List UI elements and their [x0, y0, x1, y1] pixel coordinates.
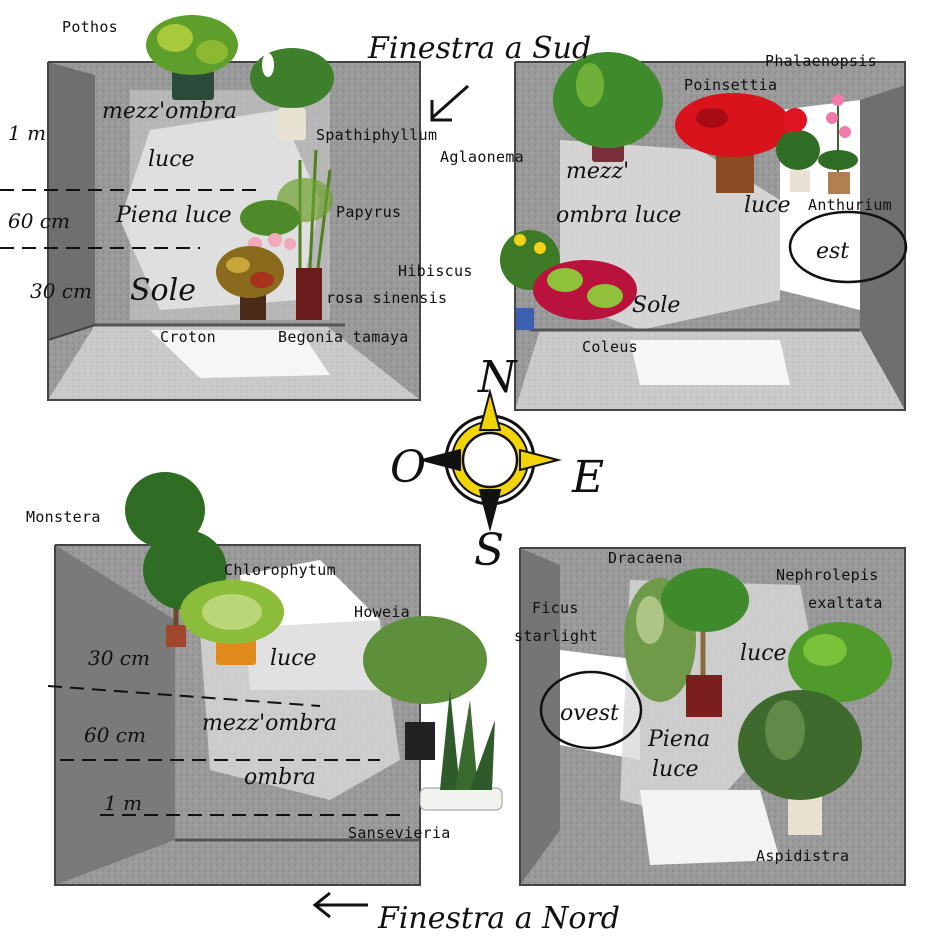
- arrow-south-window: [430, 84, 469, 122]
- zone-ombra-luce: ombra luce: [556, 203, 681, 228]
- label-chlorophytum: Chlorophytum: [224, 561, 336, 579]
- label-rosa-sinensis: rosa sinensis: [326, 289, 447, 307]
- compass-needle-south: [478, 489, 502, 532]
- plant-aspidistra: [738, 690, 862, 835]
- label-pothos: Pothos: [62, 18, 118, 36]
- room-frame: [54, 544, 421, 886]
- label-hibiscus: Hibiscus: [398, 262, 473, 280]
- label-starlight: starlight: [514, 627, 598, 645]
- distance-line-30cm: [47, 685, 321, 707]
- west-window: [560, 650, 640, 760]
- label-sansevieria: Sansevieria: [348, 824, 451, 842]
- label-exaltata: exaltata: [808, 594, 883, 612]
- distance-1m: 1 m: [104, 791, 142, 815]
- label-croton: Croton: [160, 328, 216, 346]
- plant-dracaena: [661, 568, 749, 717]
- zone-sole: Sole: [632, 293, 680, 318]
- floor-light-patch: [630, 340, 790, 385]
- plant-coleus: [533, 260, 637, 320]
- compass-needle-east: [519, 448, 562, 472]
- plant-howeia: [363, 616, 487, 760]
- window-circle-est: [788, 210, 908, 284]
- plant-anthurium: [776, 108, 820, 192]
- zone-luce: luce: [270, 646, 317, 671]
- label-begonia-tamaya: Begonia tamaya: [278, 328, 409, 346]
- label-howeia: Howeia: [354, 603, 410, 621]
- zone-piena: Piena: [647, 727, 710, 752]
- zone-ombra: ombra: [244, 765, 316, 790]
- distance-1m: 1 m: [8, 121, 46, 145]
- plant-poinsettia: [675, 93, 791, 193]
- room-bottom-left: [47, 544, 421, 886]
- zone-piena-luce: Piena luce: [115, 203, 232, 228]
- distance-30cm: 30 cm: [88, 646, 150, 670]
- plant-nephrolepis: [788, 622, 892, 702]
- distance-60cm: 60 cm: [8, 209, 70, 233]
- floor-light-patch: [640, 790, 780, 865]
- room-corner-line: [47, 324, 96, 341]
- compass-center: [461, 431, 519, 489]
- compass-needle-north: [478, 388, 502, 431]
- label-dracaena: Dracaena: [608, 549, 683, 567]
- zone-sole: Sole: [130, 273, 196, 308]
- window-circle-ovest: [539, 670, 643, 750]
- label-monstera: Monstera: [26, 508, 101, 526]
- plant-hibiscus: [240, 200, 300, 251]
- label-poinsettia: Poinsettia: [684, 76, 777, 94]
- zone-luce-2: luce: [652, 757, 699, 782]
- heading-south-window: Finestra a Sud: [367, 31, 591, 66]
- zone-mezzombra: mezz'ombra: [202, 711, 337, 736]
- label-phalaenopsis: Phalaenopsis: [765, 52, 877, 70]
- compass-label-west: O: [390, 442, 426, 493]
- room-frame: [514, 61, 906, 411]
- label-nephrolepis: Nephrolepis: [776, 566, 879, 584]
- window-label-est: est: [816, 239, 849, 264]
- compass-label-south: S: [474, 525, 504, 576]
- plant-pothos: [146, 15, 238, 100]
- window-label-ovest: ovest: [560, 701, 619, 726]
- plant-chlorophytum: [180, 580, 284, 665]
- plant-croton: [216, 246, 284, 320]
- label-anthurium: Anthurium: [808, 196, 892, 214]
- zone-luce: luce: [744, 193, 791, 218]
- room-left-wall: [55, 545, 175, 885]
- plant-aglaonema: [553, 52, 663, 162]
- room-frame: [519, 547, 906, 886]
- zone-luce: luce: [740, 641, 787, 666]
- floor-light-patch: [150, 330, 330, 378]
- label-papyrus: Papyrus: [336, 203, 401, 221]
- compass-needle-west: [418, 448, 461, 472]
- compass-rose: [418, 388, 562, 532]
- plant-sansevieria: [419, 690, 503, 811]
- label-spathiphyllum: Spathiphyllum: [316, 126, 437, 144]
- room-left-wall: [48, 62, 95, 340]
- arrow-north-window: [312, 891, 368, 919]
- room-left-wall: [520, 548, 560, 885]
- compass-label-north: N: [477, 352, 518, 403]
- label-aspidistra: Aspidistra: [756, 847, 849, 865]
- plant-papyrus: [277, 149, 333, 320]
- distance-30cm: 30 cm: [30, 279, 92, 303]
- plant-spathiphyllum: [250, 48, 334, 140]
- compass-label-east: E: [571, 452, 604, 503]
- plant-phalaenopsis: [818, 94, 858, 194]
- zone-mezzombra: mezz'ombra: [102, 99, 237, 124]
- distance-60cm: 60 cm: [84, 723, 146, 747]
- label-aglaonema: Aglaonema: [440, 148, 524, 166]
- zone-mezz: mezz': [566, 159, 629, 184]
- label-ficus: Ficus: [532, 599, 579, 617]
- zone-luce: luce: [148, 147, 195, 172]
- heading-north-window: Finestra a Nord: [377, 901, 620, 936]
- label-coleus: Coleus: [582, 338, 638, 356]
- room-right-wall: [860, 85, 905, 410]
